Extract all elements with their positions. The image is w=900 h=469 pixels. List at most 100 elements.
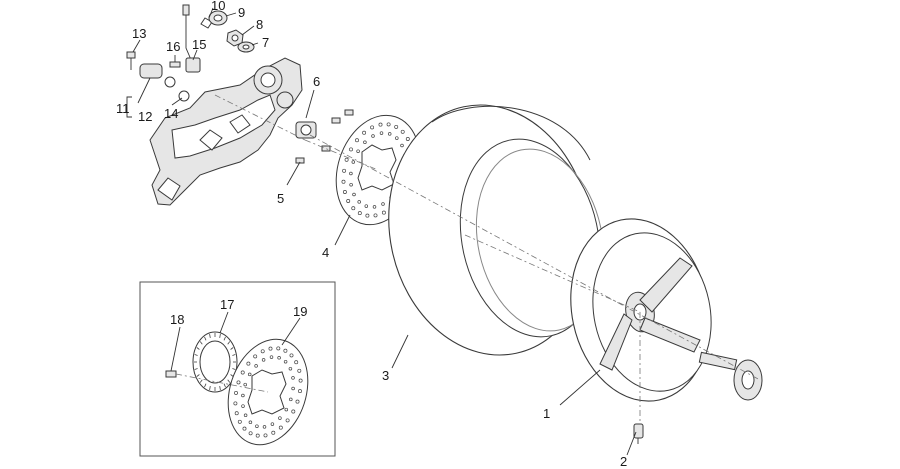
disc-hole <box>365 213 370 218</box>
disc-hole <box>277 356 281 360</box>
disc-hole <box>395 136 399 140</box>
disc-hole <box>242 426 247 431</box>
callout-12: 12 <box>138 109 152 124</box>
disc-hole <box>294 360 299 365</box>
screw-13 <box>126 51 136 70</box>
disc-hole <box>363 140 367 145</box>
bolts-5 <box>295 109 354 164</box>
disc-hole <box>349 147 353 152</box>
valve-2 <box>633 423 644 444</box>
disc-hole <box>351 160 356 164</box>
disc-hole <box>278 425 283 430</box>
screw-18 <box>165 370 177 378</box>
disc-hole <box>243 413 248 418</box>
tone-ring-tooth <box>223 383 226 388</box>
disc-hole <box>289 397 293 402</box>
tone-ring-tooth <box>227 379 231 383</box>
wheel-rim-1 <box>570 218 712 402</box>
disc-hole <box>372 205 377 209</box>
disc-hole <box>268 346 273 351</box>
disc-hole <box>255 424 259 428</box>
disc-hole <box>351 206 356 211</box>
callout-3: 3 <box>382 368 389 383</box>
tone-ring-tooth <box>196 347 200 350</box>
disc-hole <box>342 190 347 194</box>
disc-hole <box>253 354 258 359</box>
callout-11: 11 <box>116 101 130 116</box>
washer-7 <box>237 41 255 53</box>
bolt-16 <box>169 61 181 68</box>
callout-19: 19 <box>293 304 307 319</box>
disc-hole <box>288 366 293 371</box>
tone-ring-tooth <box>194 354 198 356</box>
disc-hole <box>255 433 260 438</box>
callout-15: 15 <box>192 37 206 52</box>
disc-hole <box>285 418 290 423</box>
disc-hole <box>246 361 251 366</box>
disc-hole <box>364 204 369 208</box>
tone-ring-tooth <box>232 354 236 356</box>
tone-ring-tooth <box>209 386 211 391</box>
callout-13: 13 <box>132 26 146 41</box>
callout-14: 14 <box>164 106 178 121</box>
disc-hole <box>261 358 266 362</box>
disc-hole <box>400 143 404 148</box>
disc-hole <box>271 430 276 435</box>
tone-ring-tooth <box>219 333 221 338</box>
disc-hole <box>276 346 281 351</box>
disc-hole <box>237 419 242 424</box>
disc-hole <box>297 368 302 373</box>
callout-5: 5 <box>277 191 284 206</box>
spacer-6 <box>295 121 317 139</box>
disc-hole <box>278 416 282 420</box>
disc-hole <box>357 200 361 204</box>
tone-ring-tooth <box>230 374 234 377</box>
tone-ring-tooth <box>204 336 207 341</box>
disc-hole <box>241 393 245 398</box>
tone-ring-tooth <box>199 341 203 345</box>
disc-hole <box>234 390 238 395</box>
disc-hole <box>248 431 253 436</box>
disc-hole <box>346 199 351 203</box>
disc-hole <box>356 149 360 153</box>
tone-ring-tooth <box>204 383 207 388</box>
tone-ring-tooth <box>227 341 231 345</box>
callout-6: 6 <box>313 74 320 89</box>
tone-ring-tooth <box>230 347 234 350</box>
disc-hole <box>362 130 367 135</box>
assembly-axis-lines <box>304 134 761 424</box>
disc-hole <box>349 182 353 187</box>
disc-hole <box>283 359 288 364</box>
disc-hole <box>298 378 303 383</box>
disc-hole <box>298 389 302 394</box>
disc-hole <box>342 168 347 173</box>
callout-17: 17 <box>220 297 234 312</box>
disc-hole <box>370 125 375 130</box>
callout-7: 7 <box>262 35 269 50</box>
disc-hole <box>295 399 300 404</box>
disc-hole <box>387 132 392 136</box>
disc-hole <box>260 349 265 354</box>
disc-hole <box>291 409 296 414</box>
tone-ring-tooth <box>219 386 221 391</box>
disc-hole <box>355 138 359 143</box>
disc-hole <box>394 124 399 129</box>
sensor-bracket <box>139 63 176 88</box>
swingarm-casting <box>149 57 306 206</box>
callout-2: 2 <box>620 454 627 469</box>
disc-hole <box>381 202 385 206</box>
disc-hole <box>352 192 356 197</box>
disc-hole <box>284 407 289 412</box>
callout-16: 16 <box>166 39 180 54</box>
tone-ring-tooth <box>199 379 203 383</box>
tone-ring-tooth <box>194 368 198 370</box>
disc-hole <box>405 137 410 141</box>
disc-hole <box>371 134 375 138</box>
disc-hole <box>248 420 253 425</box>
callout-9: 9 <box>238 5 245 20</box>
callout-4: 4 <box>322 245 329 260</box>
abs-inset-box <box>139 281 336 457</box>
disc-hole <box>386 122 391 127</box>
callout-10: 10 <box>211 0 225 13</box>
